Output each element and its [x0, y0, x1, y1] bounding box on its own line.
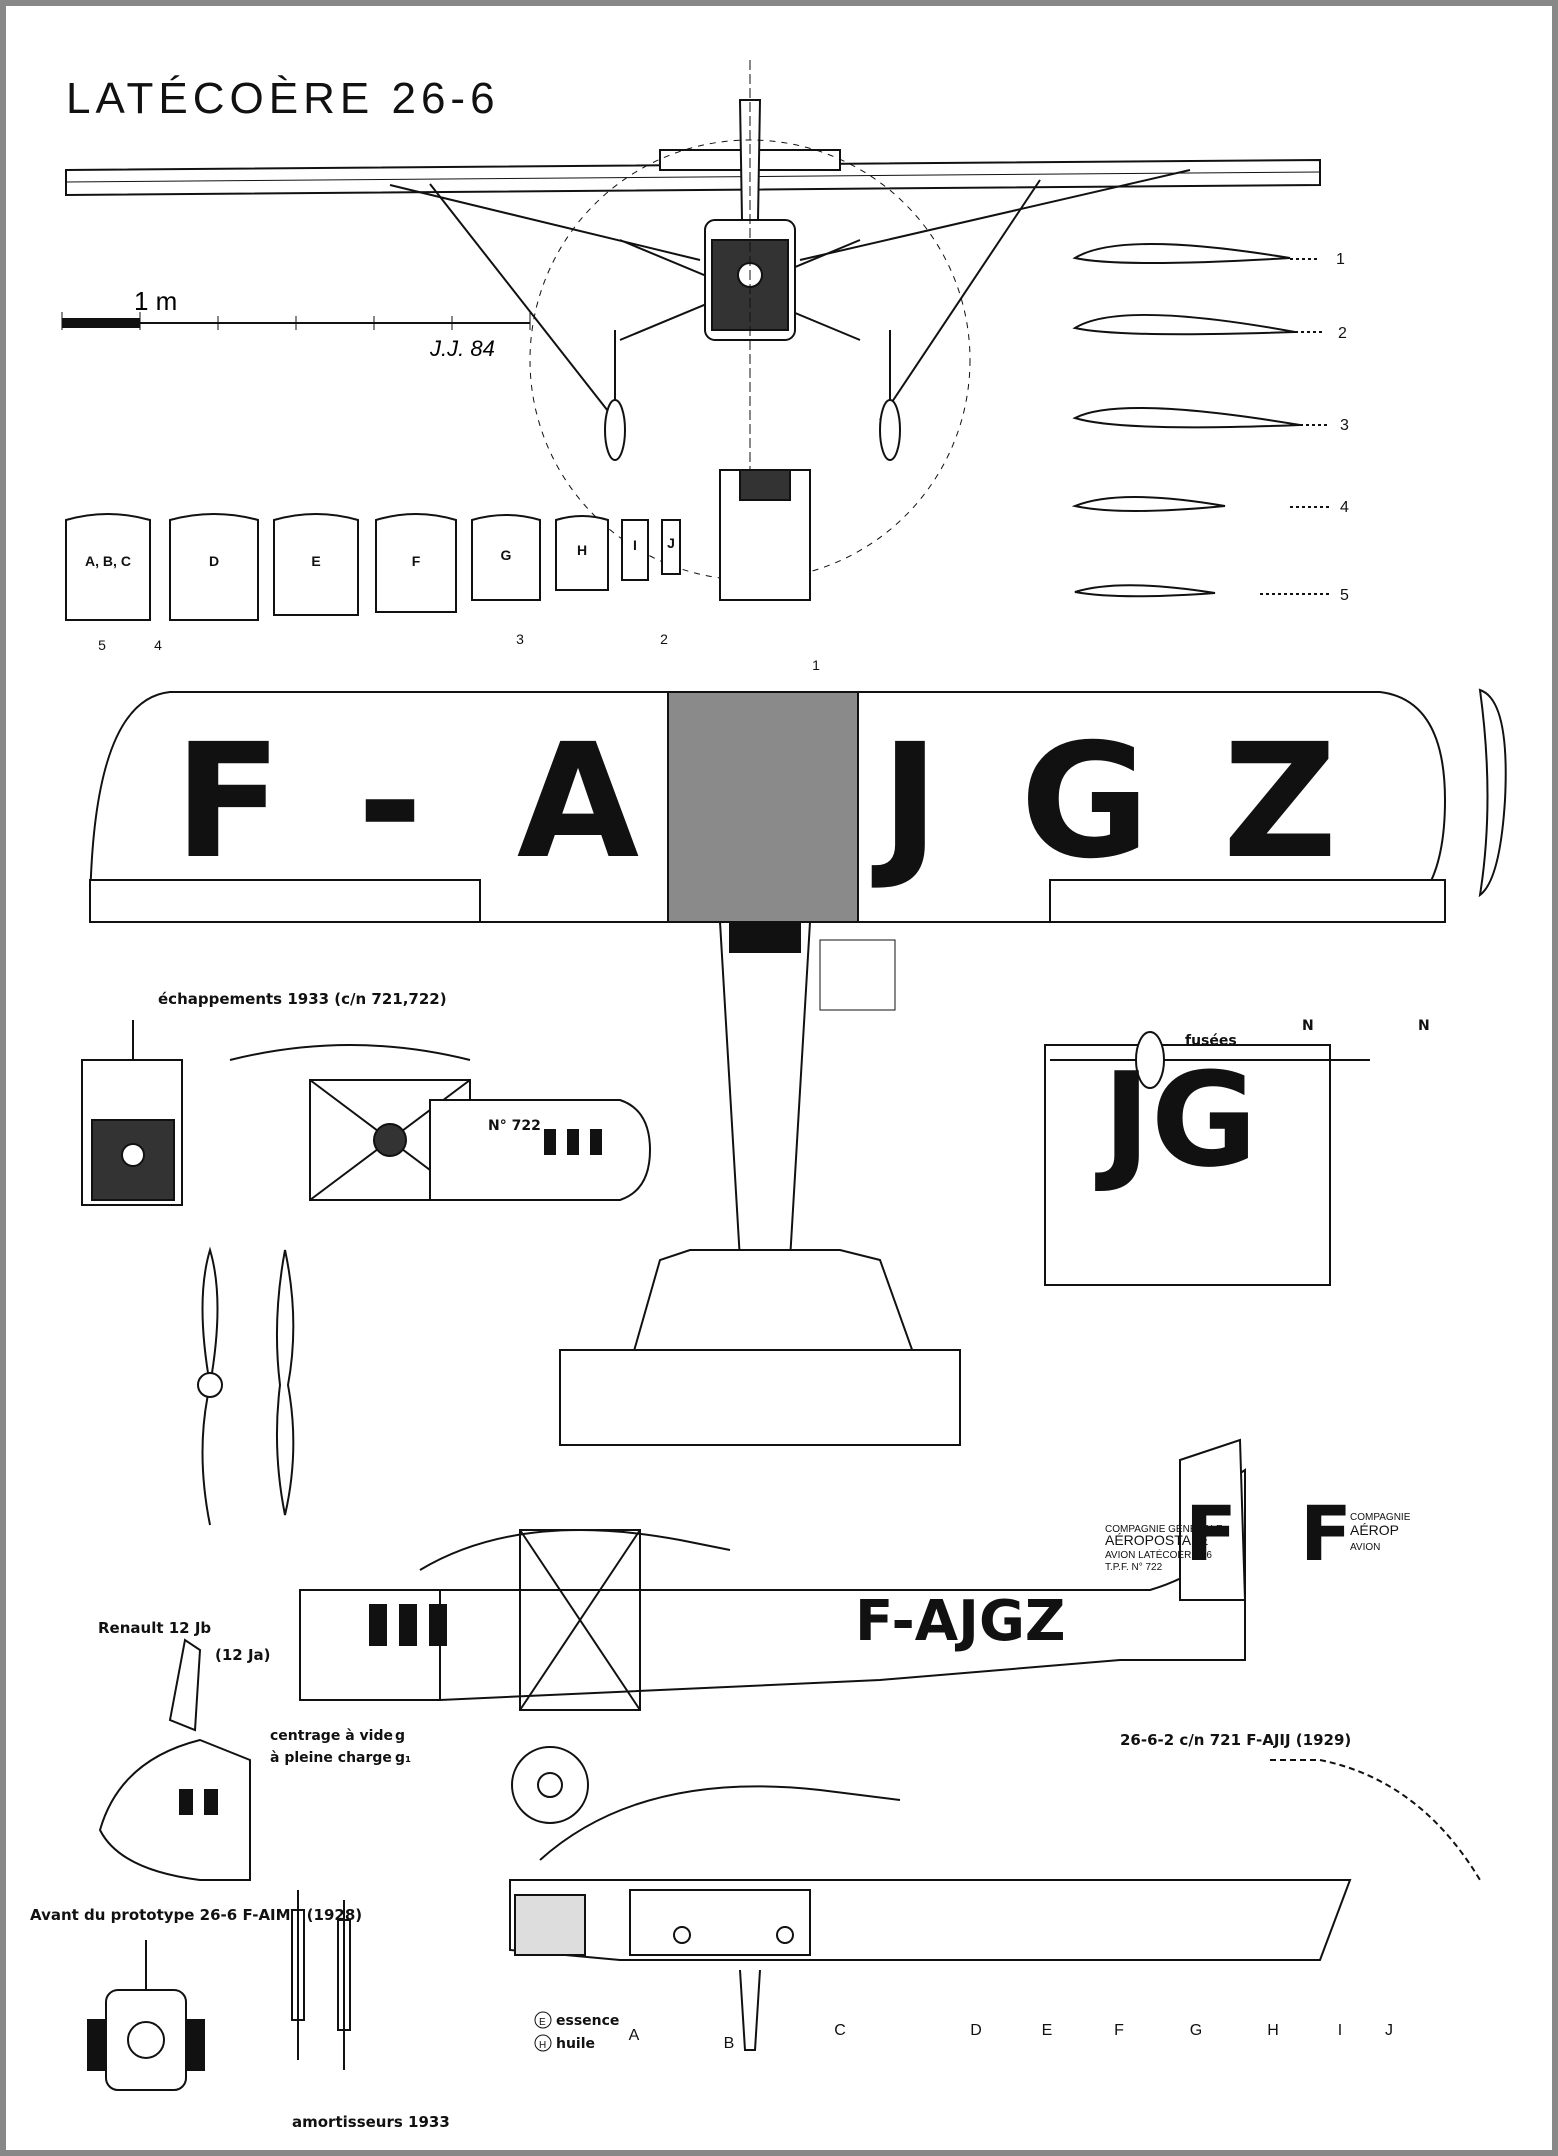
cutaway-side [509, 1759, 1481, 2051]
svg-text:Z: Z [1223, 710, 1338, 894]
svg-text:E: E [539, 2017, 546, 2028]
cg-full-label: à pleine charge [270, 1750, 392, 1766]
svg-text:AVION LATÉCOÈRE 26: AVION LATÉCOÈRE 26 [1105, 1548, 1212, 1561]
rockets-letters: JG [1094, 1044, 1257, 1196]
rockets-detail [1044, 1031, 1370, 1286]
fuselage-markings: COMPAGNIE GÉNÉRALE AÉROPOSTALE AVION LAT… [1105, 1522, 1223, 1573]
prototype-front [87, 1940, 205, 2091]
svg-text:C: C [834, 2022, 846, 2039]
detail-side-1933 [229, 1044, 652, 1201]
svg-text:AÉROPOSTALE: AÉROPOSTALE [1105, 1532, 1208, 1548]
svg-text:A: A [517, 710, 639, 894]
svg-text:H: H [577, 542, 587, 558]
svg-text:B: B [724, 2035, 735, 2052]
svg-text:huile: huile [556, 2036, 595, 2052]
serial-label: N° 722 [488, 1118, 541, 1134]
svg-text:F: F [412, 553, 421, 569]
fusees-label: fusées [1185, 1033, 1237, 1049]
detail-front-1933 [81, 1020, 183, 1206]
scale-label: 1 m [134, 286, 177, 316]
svg-text:D: D [970, 2022, 982, 2039]
prototype-nose [98, 1638, 251, 1881]
svg-text:I: I [633, 537, 637, 553]
svg-text:COMPAGNIE: COMPAGNIE [1350, 1512, 1411, 1523]
svg-text:4: 4 [1340, 499, 1349, 516]
svg-text:-: - [357, 710, 423, 894]
propeller-plan [1478, 688, 1507, 898]
svg-text:F: F [1185, 1489, 1237, 1578]
fin-markings: COMPAGNIE AÉROP AVION [1350, 1512, 1411, 1553]
svg-text:4: 4 [154, 637, 162, 653]
svg-text:T.P.F. N° 722: T.P.F. N° 722 [1105, 1562, 1163, 1573]
svg-text:E: E [311, 553, 320, 569]
svg-text:JG: JG [1094, 1044, 1257, 1196]
side-view [299, 1438, 1247, 1824]
svg-text:J: J [1385, 2022, 1393, 2039]
svg-text:J: J [667, 535, 675, 551]
propeller-details [197, 1246, 295, 1526]
front-view [65, 60, 1321, 581]
svg-text:1: 1 [1336, 251, 1345, 268]
svg-text:2: 2 [1338, 325, 1347, 342]
svg-text:G: G [501, 547, 512, 563]
svg-text:5: 5 [98, 637, 106, 653]
plan-view [88, 469, 1447, 1446]
svg-text:3: 3 [1340, 417, 1349, 434]
cg-full-symbol: g₁ [395, 1750, 411, 1766]
station-markers-top: 5 4 3 2 1 [98, 631, 820, 673]
wing-registration: F - A J G Z [174, 710, 1337, 894]
svg-text:J: J [872, 710, 940, 894]
svg-text:G: G [1020, 710, 1150, 894]
svg-text:F-AJGZ: F-AJGZ [855, 1589, 1066, 1654]
svg-text:E: E [1042, 2022, 1053, 2039]
engine-label: Renault 12 Jb [98, 1619, 211, 1637]
cg-empty-label: centrage à vide [270, 1728, 393, 1744]
n-label-1: N [1302, 1018, 1314, 1034]
signature: J.J. 84 [429, 336, 495, 361]
airfoil-sections [1071, 243, 1330, 598]
svg-text:essence: essence [556, 2013, 619, 2029]
n-label-2: N [1418, 1018, 1430, 1034]
svg-text:COMPAGNIE GÉNÉRALE: COMPAGNIE GÉNÉRALE [1105, 1522, 1223, 1535]
svg-text:AÉROP: AÉROP [1350, 1522, 1399, 1538]
title: LATÉCOÈRE 26-6 [66, 74, 500, 123]
engine-alt-label: (12 Ja) [215, 1646, 271, 1664]
svg-text:A: A [629, 2027, 640, 2044]
fuselage-frames [65, 513, 681, 621]
svg-text:3: 3 [516, 631, 524, 647]
svg-text:D: D [209, 553, 219, 569]
bottom-stations: A B C D E F G H I J [629, 2022, 1393, 2052]
svg-text:AVION: AVION [1350, 1542, 1380, 1553]
prototype-label: Avant du prototype 26-6 F-AIMY (1928) [30, 1906, 362, 1924]
svg-text:A, B, C: A, B, C [85, 553, 131, 569]
svg-text:1: 1 [812, 657, 820, 673]
svg-text:F: F [1114, 2022, 1124, 2039]
svg-text:H: H [1267, 2022, 1279, 2039]
shock-absorbers [291, 1890, 351, 2070]
svg-text:I: I [1338, 2022, 1342, 2039]
svg-text:F: F [174, 710, 282, 894]
svg-text:H: H [539, 2040, 546, 2051]
svg-text:F: F [1300, 1489, 1352, 1578]
svg-text:5: 5 [1340, 587, 1349, 604]
airfoil-labels: 1 2 3 4 5 [1336, 251, 1349, 604]
svg-text:G: G [1190, 2022, 1202, 2039]
amort-label: amortisseurs 1933 [292, 2113, 450, 2131]
side-registration: F-AJGZ F F [855, 1489, 1352, 1654]
svg-text:2: 2 [660, 631, 668, 647]
exhaust-label: échappements 1933 (c/n 721,722) [158, 990, 447, 1008]
variant-label: 26-6-2 c/n 721 F-AJIJ (1929) [1120, 1731, 1351, 1749]
scale-bar: 1 m J.J. 84 [61, 286, 531, 361]
frame-labels: A, B, C D E F G H I J [85, 535, 675, 569]
cg-empty-symbol: g [395, 1728, 405, 1744]
fluid-legend: E essence H huile [534, 2011, 619, 2052]
